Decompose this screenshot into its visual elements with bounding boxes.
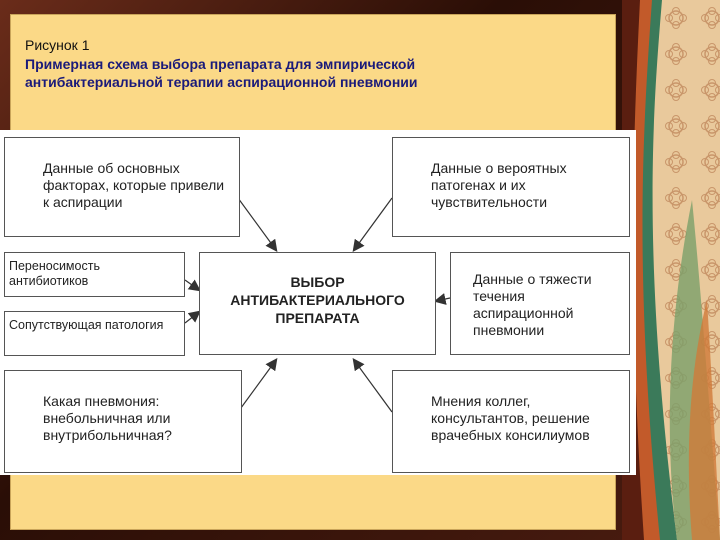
box-pneumonia-type: Какая пневмония: внебольничная или внутр… xyxy=(4,370,242,473)
arrow-pneumonia-type xyxy=(237,358,278,413)
arrow-opinions xyxy=(352,358,393,413)
arrow-tolerance xyxy=(184,279,201,292)
box-center-text: ВЫБОР АНТИБАКТЕРИАЛЬНОГО ПРЕПАРАТА xyxy=(230,274,405,326)
box-factors: Данные об основных факторах, которые при… xyxy=(4,137,240,237)
arrow-comorbidity xyxy=(184,310,201,324)
box-pathogens-text: Данные о вероятных патогенах и их чувств… xyxy=(431,160,567,210)
arrow-severity xyxy=(433,293,451,305)
slide-title: Примерная схема выбора препарата для эмп… xyxy=(25,56,418,90)
decorative-panel xyxy=(622,0,720,540)
box-factors-text: Данные об основных факторах, которые при… xyxy=(43,160,225,210)
box-pneumonia-type-text: Какая пневмония: внебольничная или внутр… xyxy=(43,393,172,443)
box-center: ВЫБОР АНТИБАКТЕРИАЛЬНОГО ПРЕПАРАТА xyxy=(199,252,436,355)
box-comorbidity-text: Сопутствующая патология xyxy=(9,318,164,332)
diagram-arrows xyxy=(184,197,451,413)
arrow-pathogens xyxy=(352,197,393,252)
box-opinions-text: Мнения коллег, консультантов, решение вр… xyxy=(431,393,590,443)
box-opinions: Мнения коллег, консультантов, решение вр… xyxy=(392,370,630,473)
arrow-factors xyxy=(237,197,278,252)
box-tolerance-text: Переносимость антибиотиков xyxy=(9,259,100,288)
box-severity: Данные о тяжести течения аспирационной п… xyxy=(450,252,630,355)
box-tolerance: Переносимость антибиотиков xyxy=(4,252,185,297)
diagram: Данные об основных факторах, которые при… xyxy=(0,130,636,475)
box-pathogens: Данные о вероятных патогенах и их чувств… xyxy=(392,137,630,237)
box-comorbidity: Сопутствующая патология xyxy=(4,311,185,356)
box-severity-text: Данные о тяжести течения аспирационной п… xyxy=(473,271,592,338)
decorative-pattern-icon xyxy=(622,0,720,540)
figure-caption: Рисунок 1 xyxy=(25,37,90,53)
